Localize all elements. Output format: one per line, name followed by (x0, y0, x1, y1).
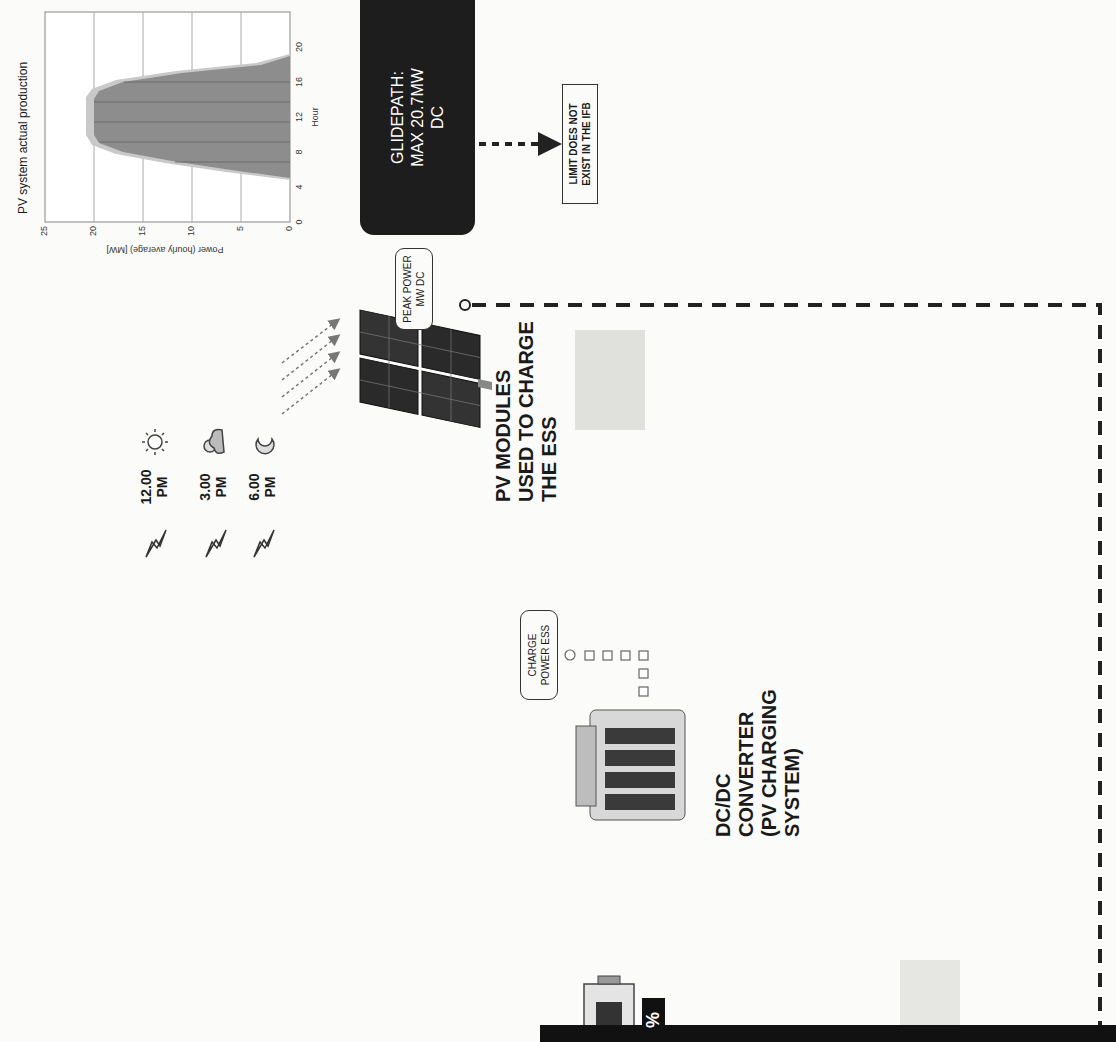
charge-power-lead (565, 650, 648, 696)
tick-label: 5 (235, 226, 245, 246)
tick-label: 8 (294, 142, 304, 162)
node-text: LIMIT DOES NOT EXIST IN THE IFB (568, 102, 592, 185)
note-box: LIMIT DOES NOT EXIST IN THE IFB (562, 84, 598, 204)
tick-label: 16 (294, 72, 304, 92)
tick-label: 10 (186, 226, 196, 246)
section-heading: DC/DC CONVERTER (PV CHARGING SYSTEM) (712, 687, 804, 837)
tick-label: 20 (88, 226, 98, 246)
tick-label: 0 (294, 212, 304, 232)
limit-box-dark: GLIDEPATH: MAX 20.7MW DC (360, 0, 475, 235)
axis-title: Hour (310, 92, 320, 142)
production-chart (45, 12, 290, 222)
time-label: 12.00 PM (138, 462, 170, 512)
callout-tag: CHARGE POWER ESS (520, 610, 558, 700)
peak-power-lead (460, 300, 1100, 1042)
dcdc-converter (576, 710, 685, 820)
tick-label: 4 (294, 177, 304, 197)
lightning-bolts (146, 530, 274, 557)
axis-title: Power (hourly average) [MW] (45, 245, 285, 255)
chart-title: PV system actual production (16, 14, 30, 214)
sun-rays (282, 320, 338, 414)
node-text: % (643, 1012, 663, 1028)
dotted-arrow (479, 142, 550, 146)
tick-label: 0 (284, 226, 294, 246)
node-text: CHARGE POWER ESS (527, 625, 551, 686)
time-label: 6.00 PM (246, 462, 278, 512)
time-label: 3.00 PM (197, 462, 229, 512)
faded-note (900, 960, 960, 1030)
tick-label: 25 (39, 226, 49, 246)
edge-bar (540, 1025, 1116, 1042)
faded-note (575, 330, 645, 430)
weather-icons (142, 429, 274, 455)
callout-tag: PEAK POWER MW DC (395, 248, 433, 330)
section-heading: PV MODULES USED TO CHARGE THE ESS (492, 314, 561, 502)
tick-label: 12 (294, 107, 304, 127)
tick-label: 20 (294, 37, 304, 57)
percent-tag: % (642, 998, 665, 1042)
tick-label: 15 (137, 226, 147, 246)
node-text: PEAK POWER MW DC (402, 255, 426, 322)
node-text: GLIDEPATH: MAX 20.7MW DC (388, 58, 448, 178)
